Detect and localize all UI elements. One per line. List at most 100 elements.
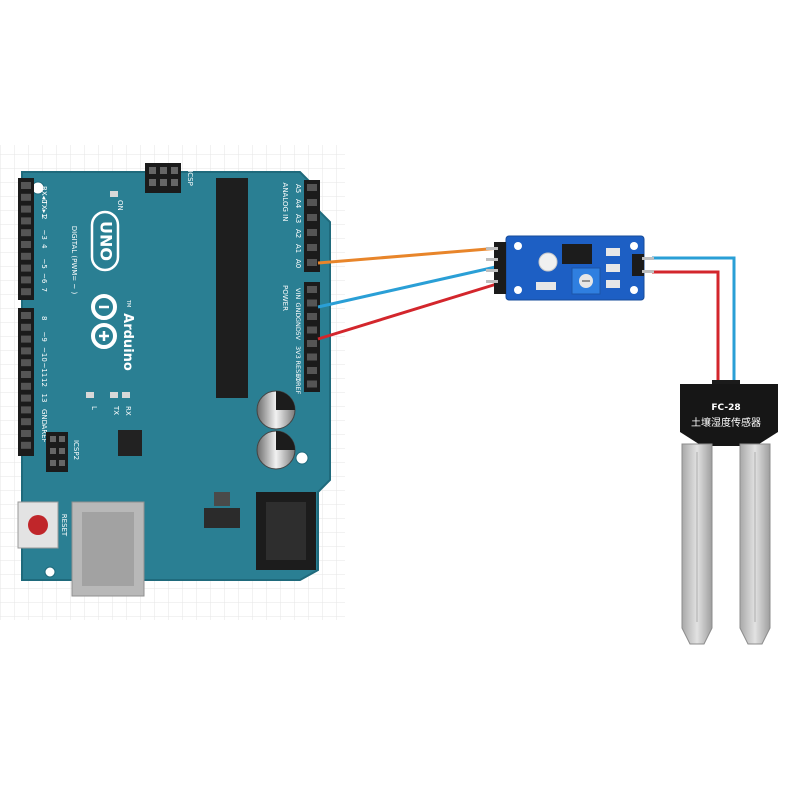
digital-pin-label: 4 — [40, 244, 48, 249]
pin-socket[interactable] — [21, 406, 31, 414]
digital-pin-label: 8 — [40, 316, 48, 320]
rx-label: RX — [124, 406, 132, 416]
digital-pin-label: ~5 — [40, 259, 48, 269]
wire-vcc-red — [317, 281, 501, 341]
power-pin-label: GND — [294, 317, 302, 332]
pin-socket[interactable] — [21, 205, 31, 213]
right-pin-sockets — [307, 184, 317, 388]
analog-pin-label: A1 — [294, 244, 302, 253]
pin-socket[interactable] — [21, 264, 31, 272]
power-pin-label: 3V3 — [294, 346, 302, 359]
wire-probe-red — [652, 270, 720, 384]
rx-led — [122, 392, 130, 398]
power-header — [304, 282, 320, 392]
trademark-label: TM — [125, 299, 131, 307]
pin-socket[interactable] — [21, 182, 31, 189]
digital-pin-label: ~3 — [40, 230, 48, 240]
probe-head — [680, 384, 778, 446]
l-led — [86, 392, 94, 398]
icsp-pin — [149, 179, 156, 186]
digital-pin-label: 2 — [40, 215, 48, 219]
pin-socket[interactable] — [21, 229, 31, 237]
pin-socket[interactable] — [307, 229, 317, 236]
l-label: L — [90, 406, 98, 410]
pin-socket[interactable] — [21, 394, 31, 402]
pin-socket[interactable] — [307, 286, 317, 293]
pin-socket[interactable] — [21, 217, 31, 225]
icsp-pin — [171, 167, 178, 174]
pin-socket[interactable] — [21, 418, 31, 426]
arduino-logo-icon — [91, 294, 117, 349]
pin-socket[interactable] — [307, 299, 317, 307]
pin-socket[interactable] — [21, 382, 31, 390]
brand-label: Arduino — [120, 313, 135, 371]
digital-pin-label: AREF — [40, 425, 48, 443]
pin-socket[interactable] — [21, 335, 31, 343]
reset-button[interactable] — [17, 501, 59, 549]
pin-socket[interactable] — [307, 380, 317, 388]
pin-socket[interactable] — [21, 323, 31, 331]
mount-hole — [295, 451, 309, 465]
digital-pin-label: 12 — [40, 378, 48, 387]
usb-chip — [118, 430, 142, 456]
pin-socket[interactable] — [307, 214, 317, 221]
pin-socket[interactable] — [307, 184, 317, 191]
wires — [317, 246, 736, 384]
analog-pin-label: A2 — [294, 229, 302, 238]
analog-pin-label: A4 — [294, 199, 302, 209]
pin-socket[interactable] — [21, 371, 31, 378]
pin-socket[interactable] — [307, 313, 317, 320]
soil-moisture-probe: FC-28 土壤湿度传感器 — [680, 380, 778, 645]
pin-socket[interactable] — [21, 312, 31, 319]
pin-socket[interactable] — [21, 430, 31, 437]
on-led — [110, 191, 118, 197]
digital-pin-label: ~10 — [40, 347, 48, 362]
pin-socket[interactable] — [21, 359, 31, 367]
icsp2-pin — [50, 460, 56, 466]
icsp2-pin — [50, 436, 56, 442]
icsp2-label: ICSP2 — [72, 440, 80, 460]
icsp-pin — [160, 179, 167, 186]
power-pin-label: RESET — [294, 361, 302, 382]
pin-socket[interactable] — [307, 199, 317, 206]
digital-pin-label: 7 — [40, 288, 48, 292]
power-pin-label: VIN — [294, 288, 302, 299]
comparator-chip — [562, 244, 592, 264]
probe-name-label: 土壤湿度传感器 — [691, 416, 761, 429]
analog-header — [304, 180, 320, 272]
pin-socket[interactable] — [307, 326, 317, 334]
analog-pin-label: A3 — [294, 214, 302, 223]
icsp-label: ICSP — [186, 170, 194, 186]
pin-socket[interactable] — [307, 259, 317, 266]
tx-label: TX — [112, 405, 120, 415]
wire-gnd-blue — [317, 264, 501, 309]
analog-pin-label: A5 — [294, 184, 302, 193]
pin-socket[interactable] — [307, 353, 317, 361]
pin-socket[interactable] — [21, 347, 31, 355]
digital-pin-label: 13 — [40, 394, 48, 403]
pin-socket[interactable] — [21, 193, 31, 201]
digital-pin-label: ~6 — [40, 273, 48, 284]
pin-socket[interactable] — [21, 241, 31, 248]
power-pin-label: IOREF — [294, 375, 302, 395]
icsp-pin — [160, 167, 167, 174]
pin-socket[interactable] — [21, 252, 31, 260]
power-pin-label: 5V — [294, 332, 302, 341]
icsp2-pin — [59, 436, 65, 442]
pin-socket[interactable] — [307, 367, 317, 374]
module-probe-header — [632, 254, 644, 276]
pin-socket[interactable] — [21, 441, 31, 449]
digital-pin-label: RX◂0 — [40, 186, 48, 204]
wire-a0-orange — [317, 246, 501, 265]
power-pin-label: GND — [294, 303, 302, 318]
pin-socket[interactable] — [21, 276, 31, 284]
atmega-chip — [216, 178, 248, 398]
pin-socket[interactable] — [307, 244, 317, 251]
pin-socket[interactable] — [21, 288, 31, 296]
pin-socket[interactable] — [307, 340, 317, 347]
